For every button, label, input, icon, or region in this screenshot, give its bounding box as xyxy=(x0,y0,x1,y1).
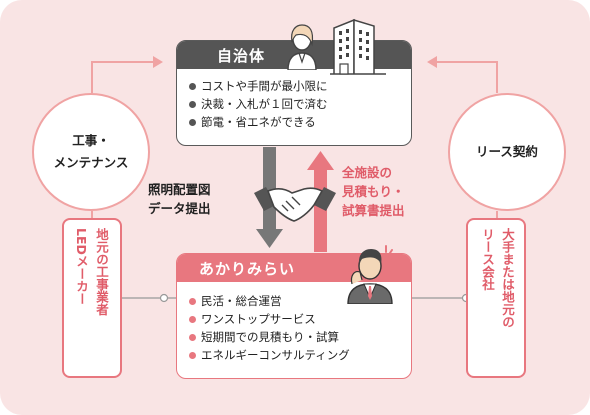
arrow-to-municipality-right xyxy=(427,56,437,68)
service-item: 短期間での見積もり・試算 xyxy=(189,328,411,346)
service-item: エネルギーコンサルティング xyxy=(189,346,411,364)
lease-company-label-2: リース会社 xyxy=(480,228,495,291)
bullet-dot xyxy=(189,82,196,90)
maker-label: LEDメーカー xyxy=(74,228,89,305)
bullet-dot xyxy=(189,333,196,341)
construction-maintenance-circle: 工事・ メンテナンス xyxy=(32,93,150,211)
benefit-item: 節電・省エネができる xyxy=(189,113,411,131)
benefit-item: 決裁・入札が１回で済む xyxy=(189,95,411,113)
bullet-dot xyxy=(189,297,196,305)
bullet-dot xyxy=(189,100,196,108)
service-item: 民活・総合運営 xyxy=(189,292,411,310)
lease-contract-circle: リース契約 xyxy=(448,93,566,211)
building-icon xyxy=(330,18,386,75)
akari-mirai-services: 民活・総合運営 ワンストップサービス 短期間での見積もり・試算 エネルギーコンサ… xyxy=(177,282,411,364)
businessman-icon xyxy=(347,245,399,304)
circle-label-line: 工事・ xyxy=(72,133,110,148)
contractor-label: 地元の工事業者 xyxy=(94,228,109,316)
arrow-down-icon xyxy=(256,147,283,248)
woman-official-icon xyxy=(287,24,317,70)
circle-label-line: メンテナンス xyxy=(53,155,129,170)
local-contractor-box: 地元の工事業者 LEDメーカー xyxy=(62,218,122,378)
handshake-icon xyxy=(254,187,336,222)
bullet-dot xyxy=(189,118,196,126)
benefit-item: コストや手間が最小限に xyxy=(189,77,411,95)
arrow-to-municipality-left xyxy=(153,56,163,68)
lighting-layout-label: 照明配置図 データ提出 xyxy=(148,182,211,216)
service-item: ワンストップサービス xyxy=(189,310,411,328)
bullet-dot xyxy=(189,351,196,359)
estimate-submission-label: 全施設の 見積もり・ 試算書提出 xyxy=(342,165,405,218)
link-dot-left xyxy=(159,293,169,303)
lease-company-box: 大手または地元の リース会社 xyxy=(466,218,526,378)
circle-label-line: リース契約 xyxy=(476,144,538,159)
municipality-benefits: コストや手間が最小限に 決裁・入札が１回で済む 節電・省エネができる xyxy=(177,69,411,131)
lease-company-label-1: 大手または地元の xyxy=(500,228,515,328)
bullet-dot xyxy=(189,315,196,323)
